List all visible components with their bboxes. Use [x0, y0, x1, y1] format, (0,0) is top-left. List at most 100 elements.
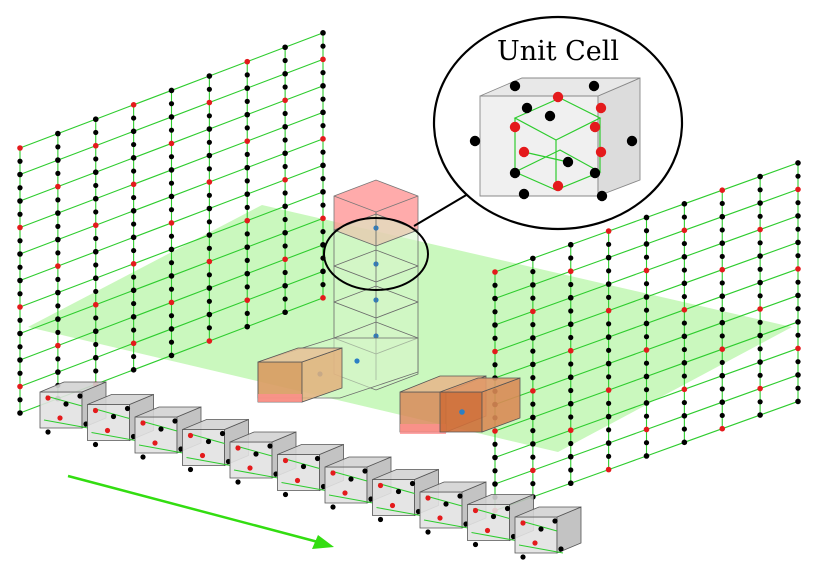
- left-wall-atom-black: [92, 354, 99, 361]
- chain-lattice-line: [43, 419, 89, 429]
- chain-atom-black: [140, 454, 146, 460]
- chain-lattice-line: [376, 507, 421, 516]
- left-wall-atom-mid: [131, 353, 137, 360]
- left-wall-atom-black: [17, 251, 23, 257]
- left-wall-atom-mid: [93, 182, 99, 189]
- right-wall-atom-mid: [606, 347, 612, 353]
- unit-cell-atom-red: [552, 180, 564, 192]
- unit-cell-atom-black: [469, 135, 481, 147]
- left-wall-atom-red: [92, 301, 99, 308]
- left-wall-atom-mid: [17, 211, 23, 217]
- chain-cube-top: [134, 406, 202, 418]
- unit-cell-title: Unit Cell: [497, 36, 619, 67]
- left-wall-atom-black: [282, 203, 288, 210]
- right-wall-atom-mid: [643, 307, 650, 313]
- right-wall-atom-black: [795, 160, 801, 166]
- left-wall-atom-mid: [320, 176, 326, 182]
- chain-cube-top: [467, 494, 534, 505]
- right-wall-atom-mid: [530, 295, 536, 301]
- right-wall-atom-mid: [757, 399, 763, 405]
- right-wall-atom-mid: [492, 441, 498, 447]
- left-wall-atom-black: [168, 193, 175, 200]
- right-wall-atom-black: [492, 481, 498, 487]
- left-wall-atom-red: [320, 215, 326, 222]
- left-wall-atom-black: [282, 309, 288, 316]
- direction-arrow-group: [67, 474, 334, 549]
- right-wall-atom-red: [681, 307, 688, 313]
- left-wall-atom-black: [206, 126, 213, 132]
- left-wall-atom-mid: [244, 284, 250, 290]
- left-wall-atom-red: [206, 179, 213, 185]
- unit-cell-atom-red: [509, 121, 521, 133]
- unit-cell-atom-red: [589, 121, 601, 133]
- right-wall-atom-mid: [492, 309, 498, 315]
- right-wall-atom-black: [643, 400, 650, 406]
- right-wall-atom-black: [795, 213, 801, 219]
- left-wall-atom-black: [244, 111, 251, 118]
- right-wall-atom-red: [643, 347, 650, 353]
- left-wall-atom-red: [168, 140, 175, 147]
- left-wall-atom-black: [130, 314, 137, 320]
- right-wall-atom-red: [530, 308, 536, 315]
- chain-atom-red: [57, 415, 63, 421]
- left-wall-atom-mid: [168, 207, 175, 213]
- right-wall-atom-red: [567, 347, 574, 354]
- orange-cube-right-top: [399, 375, 487, 393]
- chain-atom-black: [205, 438, 212, 445]
- right-wall-atom-mid: [530, 454, 536, 460]
- chain-atom-red: [282, 457, 289, 464]
- left-wall-atom-black: [55, 369, 61, 375]
- left-wall-atom-black: [92, 116, 99, 123]
- right-wall-atom-black: [605, 254, 612, 261]
- chain-atom-black: [300, 463, 307, 470]
- chain-atom-red: [92, 407, 99, 414]
- left-wall-atom-black: [92, 169, 99, 176]
- left-wall-atom-mid: [55, 303, 61, 309]
- right-wall-atom-mid: [606, 294, 612, 300]
- left-wall-atom-mid: [131, 300, 137, 307]
- right-wall-atom-red: [681, 386, 688, 393]
- right-wall-atom-mid: [681, 373, 687, 379]
- left-wall-atom-red: [168, 220, 175, 226]
- left-wall-atom-mid: [93, 315, 99, 321]
- right-wall-atom-mid: [568, 387, 574, 394]
- right-wall-atom-mid: [606, 400, 612, 406]
- chain-lattice-line: [91, 432, 136, 441]
- right-wall-atom-mid: [568, 467, 574, 473]
- left-wall-atom-black: [168, 273, 175, 279]
- chain-atom-red: [377, 482, 384, 489]
- chain-atom-black: [63, 401, 69, 407]
- left-wall-atom-mid: [320, 123, 326, 129]
- left-wall-atom-mid: [320, 202, 326, 208]
- left-wall-atom-red: [55, 342, 61, 349]
- left-wall-atom-black: [320, 268, 326, 275]
- left-wall-atom-mid: [320, 96, 326, 102]
- right-wall-atom-red: [757, 306, 763, 312]
- left-wall-atom-mid: [244, 178, 250, 184]
- right-wall-atom-red: [605, 228, 612, 234]
- right-wall-atom-mid: [681, 399, 687, 406]
- left-wall-atom-black: [55, 130, 61, 137]
- left-wall-atom-red: [244, 138, 251, 144]
- right-wall-atom-black: [681, 333, 688, 340]
- left-wall-atom-black: [17, 357, 23, 363]
- right-wall-atom-red: [530, 467, 536, 474]
- chain-atom-black: [330, 504, 336, 510]
- right-wall-atom-red: [492, 428, 498, 434]
- ribbon-center-dot: [354, 358, 360, 364]
- left-wall-atom-red: [244, 217, 251, 224]
- unit-cell-atom-black: [589, 167, 601, 179]
- chain-atom-red: [520, 520, 526, 526]
- left-wall-atom-mid: [282, 163, 288, 170]
- left-wall-atom-black: [92, 275, 99, 282]
- chain-atom-red: [247, 465, 253, 471]
- left-wall-atom-red: [244, 297, 251, 303]
- right-wall-atom-mid: [643, 440, 650, 446]
- chain-atom-black: [395, 488, 402, 495]
- left-wall-atom-mid: [93, 209, 99, 215]
- left-wall-atom-mid: [168, 101, 175, 107]
- left-wall-atom-mid: [320, 229, 326, 235]
- right-wall-atom-mid: [757, 346, 763, 352]
- left-wall-atom-mid: [282, 216, 288, 223]
- left-wall-atom-mid: [131, 168, 137, 174]
